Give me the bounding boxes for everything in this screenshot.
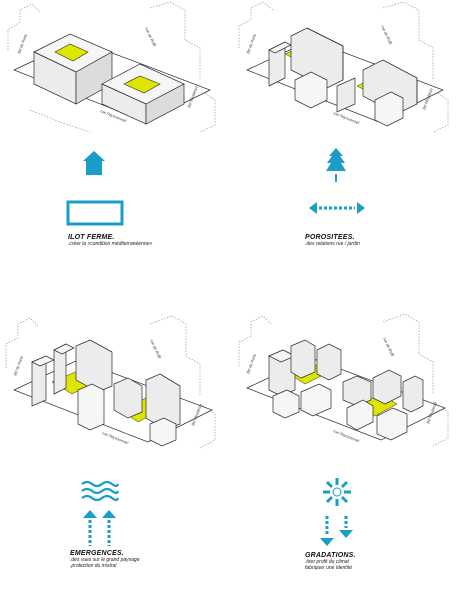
- house-icon: [83, 151, 105, 175]
- street-label-ruffi: rue de Ruffi: [144, 26, 157, 47]
- caption-line: fabriquer une identité: [305, 565, 352, 571]
- street-label-ruffi: rue de Ruffi: [149, 338, 162, 359]
- caption-line: .protection du mistral: [70, 563, 117, 569]
- street-label-bd-paris: Bd de Paris: [12, 355, 24, 376]
- caption-title: POROSITEES.: [305, 234, 355, 241]
- sun-icon: [323, 478, 351, 506]
- caption-emergences: EMERGENCES. .des vues sur le grand paysa…: [70, 550, 140, 569]
- street-label-ruffi: rue de Ruffi: [380, 24, 393, 45]
- panel-gradations: rue Peyssonnel rue de Ruffi Bd de Paris …: [233, 300, 466, 600]
- waves-icon: [81, 480, 120, 502]
- panel-ilot-ferme: rue Peyssonnel rue de Ruffi Bd de Paris …: [0, 0, 233, 300]
- caption-title: ILOT FERME.: [68, 234, 115, 241]
- caption-line: .des vues sur le grand paysage: [70, 557, 140, 563]
- street-label-ruffi: rue de Ruffi: [382, 336, 395, 357]
- panel-emergences: rue Peyssonnel rue de Ruffi Bd de Paris …: [0, 300, 233, 600]
- tree-icon: [326, 148, 346, 182]
- caption-line: .tirer profit du climat: [305, 559, 349, 565]
- caption-title: EMERGENCES.: [70, 550, 124, 557]
- closed-rectangle-icon: [66, 200, 124, 226]
- double-arrow-icon: [309, 202, 365, 214]
- block-diagram-porous: rue Peyssonnel rue de Ruffi Bd de Paris …: [238, 1, 449, 133]
- up-arrows-icon: [83, 510, 116, 546]
- block-diagram-closed: rue Peyssonnel rue de Ruffi Bd de Paris …: [7, 1, 216, 133]
- street-label-bd-paris: Bd de Paris: [16, 33, 28, 54]
- caption-gradations: GRADATIONS. .tirer profit du climat fabr…: [305, 552, 356, 571]
- block-diagram-emergences: rue Peyssonnel rue de Ruffi Bd de Paris …: [5, 315, 216, 449]
- caption-title: GRADATIONS.: [305, 552, 356, 559]
- block-diagram-gradations: rue Peyssonnel rue de Ruffi Bd de Paris …: [238, 313, 449, 447]
- panel-porositees: rue Peyssonnel rue de Ruffi Bd de Paris …: [233, 0, 466, 300]
- caption-line: .des relations rue / jardin: [305, 241, 360, 247]
- caption-ilot-ferme: ILOT FERME. .créer la «condition méditer…: [68, 234, 152, 247]
- street-label-bd-paris: Bd de Paris: [245, 33, 257, 54]
- caption-porositees: POROSITEES. .des relations rue / jardin: [305, 234, 360, 247]
- down-arrows-icon: [320, 516, 353, 546]
- caption-line: .créer la «condition méditerranéenne»: [68, 241, 153, 247]
- street-label-bd-paris: Bd de Paris: [245, 353, 257, 374]
